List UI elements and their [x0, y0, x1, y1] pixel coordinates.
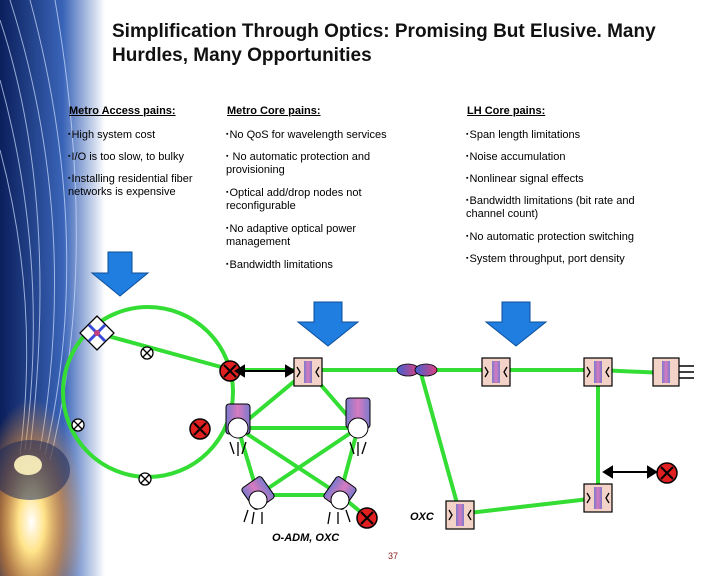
- bullet-glyph: ▪: [226, 153, 229, 160]
- crossed-circle-node: [189, 418, 211, 440]
- lh-core-heading: LH Core pains:: [467, 105, 546, 117]
- slide-title: Simplification Through Optics: Promising…: [112, 21, 656, 66]
- metro-access-item: ▪High system cost: [68, 129, 156, 141]
- oadm-node-icon: [345, 397, 371, 456]
- lh-core-item: ▪No automatic protection switching: [466, 231, 634, 243]
- oxc-node-icon: [293, 357, 323, 387]
- small-node-icon: [138, 472, 152, 486]
- metro-access-heading: Metro Access pains:: [69, 105, 176, 117]
- metro-core-item: ▪No QoS for wavelength services: [226, 129, 387, 141]
- bullet-glyph: ▪: [68, 175, 71, 182]
- metro-core-item: ▪Optical add/drop nodes not reconfigurab…: [226, 187, 362, 212]
- oxc-node-icon: [583, 357, 613, 387]
- bullet-glyph: ▪: [466, 197, 469, 204]
- oxc-label: OXC: [410, 511, 434, 523]
- crossed-circle-node: [656, 462, 678, 484]
- metro-access-item: ▪Installing residential fiber networks i…: [68, 173, 193, 198]
- oxc-node-icon: [481, 357, 511, 387]
- oxc-node-icon: [583, 483, 613, 513]
- metro-core-item: ▪ No automatic protection and provisioni…: [226, 151, 371, 176]
- amplifier-icon: [396, 363, 438, 377]
- bullet-glyph: ▪: [226, 189, 229, 196]
- oadm-label: O-ADM, OXC: [272, 532, 340, 544]
- bullet-glyph: ▪: [226, 261, 229, 268]
- metro-core-item: ▪Bandwidth limitations: [226, 259, 333, 271]
- crossed-circle-node: [356, 507, 378, 529]
- down-arrow-icon: [90, 251, 548, 347]
- bullet-glyph: ▪: [466, 175, 469, 182]
- metro-core-heading: Metro Core pains:: [227, 105, 321, 117]
- page-number: 37: [388, 551, 399, 561]
- bullet-glyph: ▪: [226, 131, 229, 138]
- bullet-glyph: ▪: [466, 255, 469, 262]
- lh-core-item: ▪Nonlinear signal effects: [466, 173, 584, 185]
- small-node-icon: [140, 346, 154, 360]
- oadm-node-icon: [225, 403, 251, 456]
- oxc-terminal-icon: [652, 357, 694, 387]
- lh-core-item: ▪Span length limitations: [466, 129, 581, 141]
- lh-core-item: ▪Noise accumulation: [466, 151, 566, 163]
- bullet-glyph: ▪: [68, 153, 71, 160]
- oadm-node-icon: [241, 476, 275, 525]
- bullet-glyph: ▪: [466, 131, 469, 138]
- lh-core-item: ▪System throughput, port density: [466, 253, 625, 265]
- metro-access-item: ▪I/O is too slow, to bulky: [68, 151, 184, 163]
- access-hub-icon: [79, 315, 115, 351]
- bullet-glyph: ▪: [226, 225, 229, 232]
- oadm-node-icon: [323, 476, 357, 525]
- bullet-glyph: ▪: [68, 131, 71, 138]
- fiber-optics-side-image: [0, 0, 105, 576]
- bullet-glyph: ▪: [466, 233, 469, 240]
- metro-core-item: ▪No adaptive optical power management: [226, 223, 357, 248]
- lh-core-item: ▪Bandwidth limitations (bit rate and cha…: [466, 195, 635, 220]
- oxc-node-icon: [445, 500, 475, 530]
- small-node-icon: [71, 418, 85, 432]
- bullet-glyph: ▪: [466, 153, 469, 160]
